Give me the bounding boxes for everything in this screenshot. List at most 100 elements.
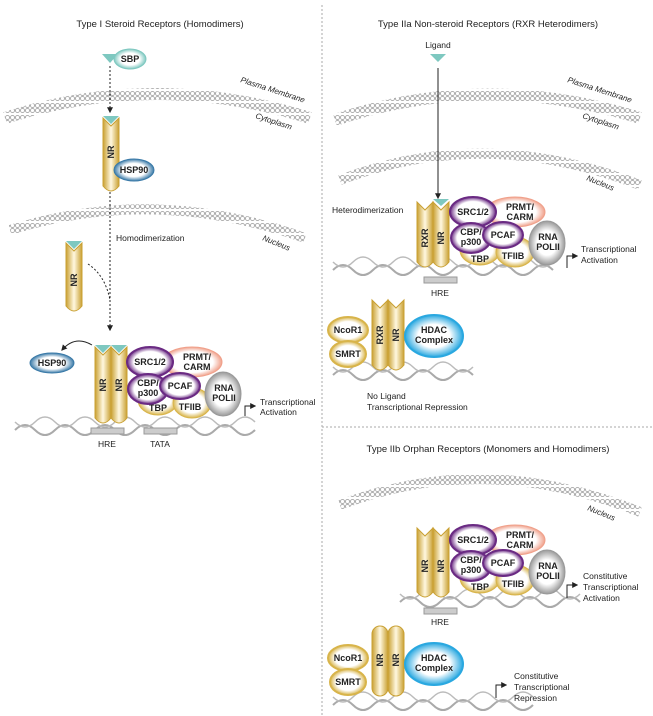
svg-text:CARM: CARM: [507, 212, 534, 222]
tata-label: TATA: [150, 439, 170, 449]
svg-text:CARM: CARM: [184, 362, 211, 372]
hre-element: [90, 427, 125, 435]
steroid-ligand-icon: [102, 54, 118, 63]
activation-label: Transcriptional: [260, 397, 316, 407]
hsp90-label: HSP90: [120, 165, 149, 175]
plasma-membrane: [333, 88, 642, 126]
hdac-complex: [404, 642, 464, 686]
panel-type2a: Type IIa Non-steroid Receptors (RXR Hete…: [327, 19, 642, 412]
hdac-label: Complex: [415, 663, 453, 673]
nr-label: NR: [420, 559, 430, 572]
svg-text:TBP: TBP: [471, 254, 489, 264]
ncor1-label: NcoR1: [334, 653, 363, 663]
nuclear-membrane: [338, 148, 642, 190]
svg-text:TBP: TBP: [149, 403, 167, 413]
nr-receptor: [110, 345, 128, 424]
transcription-start-arrow: [566, 253, 579, 268]
svg-text:p300: p300: [138, 388, 159, 398]
svg-text:PRMT/: PRMT/: [506, 530, 534, 540]
activation-label: Activation: [260, 407, 297, 417]
activation-label: Constitutive: [583, 571, 628, 581]
heterodimerization-label: Heterodimerization: [332, 205, 404, 215]
svg-text:TFIIB: TFIIB: [502, 579, 525, 589]
release-arrow: [61, 340, 93, 351]
ligand-icon: [430, 54, 446, 62]
tata-element: [143, 427, 178, 435]
hdac-label: HDAC: [421, 653, 447, 663]
ligand-label: Ligand: [425, 40, 451, 50]
hre-element: [423, 607, 458, 615]
coactivator-complex: PRMT/ CARM TBP TFIIB RNA POLII SRC1/2 CB…: [449, 196, 566, 268]
nr-receptor: [432, 526, 450, 598]
svg-text:TFIIB: TFIIB: [502, 251, 525, 261]
ligand-icon: [66, 241, 82, 249]
nr-label: NR: [391, 653, 401, 666]
nr-label: NR: [69, 273, 79, 286]
homodimerization-label: Homodimerization: [116, 233, 185, 243]
hdac-label: HDAC: [421, 325, 447, 335]
dna-strand: [332, 691, 534, 703]
svg-text:POLII: POLII: [536, 571, 560, 581]
nr-monomer: [387, 625, 405, 697]
svg-text:POLII: POLII: [212, 393, 236, 403]
hre-label: HRE: [98, 439, 116, 449]
activation-label: Transcriptional: [583, 582, 639, 592]
ligand-icon: [95, 345, 111, 353]
hre-label: HRE: [431, 617, 449, 627]
svg-text:PCAF: PCAF: [168, 381, 193, 391]
hre-element: [423, 276, 458, 284]
transcription-start-arrow: [244, 403, 257, 416]
transcription-start-arrow: [495, 682, 508, 698]
repression-label: Transcriptional: [514, 682, 570, 692]
repression-label: No Ligand: [367, 391, 406, 401]
nuclear-membrane: [338, 474, 642, 517]
coactivator-complex: PRMT/ CARM TBP TFIIB RNA POLII SRC1/2 CB…: [449, 524, 566, 596]
svg-text:PRMT/: PRMT/: [183, 352, 211, 362]
svg-text:CBP/: CBP/: [460, 227, 482, 237]
svg-text:TFIIB: TFIIB: [179, 402, 202, 412]
dna-strand: [14, 416, 256, 428]
smrt-label: SMRT: [335, 349, 361, 359]
sbp-label: SBP: [121, 54, 140, 64]
svg-text:PCAF: PCAF: [491, 558, 516, 568]
transcription-start-arrow: [566, 582, 579, 598]
panel-type2a-title: Type IIa Non-steroid Receptors (RXR Hete…: [378, 19, 598, 30]
svg-text:CBP/: CBP/: [460, 555, 482, 565]
nr-receptor: [387, 298, 405, 371]
ncor1-label: NcoR1: [334, 325, 363, 335]
dna-strand: [332, 369, 474, 381]
svg-text:SRC1/2: SRC1/2: [457, 535, 489, 545]
nr-label: NR: [98, 378, 108, 391]
activation-label: Activation: [583, 593, 620, 603]
ligand-icon: [103, 116, 119, 124]
nr-label: NR: [391, 328, 401, 341]
activation-label: Transcriptional: [581, 244, 637, 254]
hsp90-protein: [113, 158, 155, 182]
nuclear-membrane: [8, 204, 307, 243]
repression-label: Constitutive: [514, 671, 559, 681]
dimerization-path: [87, 263, 111, 301]
svg-text:POLII: POLII: [536, 242, 560, 252]
ligand-icon: [111, 345, 127, 353]
nr-label: NR: [375, 653, 385, 666]
dna-strand: [14, 424, 256, 436]
nr-receptor: [65, 241, 83, 312]
svg-text:RNA: RNA: [538, 561, 558, 571]
panel-type1-title: Type I Steroid Receptors (Homodimers): [76, 19, 243, 30]
nr-label: NR: [436, 559, 446, 572]
activation-label: Activation: [581, 255, 618, 265]
svg-text:CARM: CARM: [507, 540, 534, 550]
svg-text:SRC1/2: SRC1/2: [134, 357, 166, 367]
ligand-icon: [433, 199, 449, 206]
svg-text:PCAF: PCAF: [491, 230, 516, 240]
panel-type2b: Type IIb Orphan Receptors (Monomers and …: [327, 444, 642, 711]
nr-label: NR: [106, 145, 116, 158]
coactivator-complex: PRMT/ CARM TBP TFIIB RNA POLII SRC1/2 CB…: [126, 346, 242, 419]
rxr-label: RXR: [420, 228, 430, 248]
hsp90-label: HSP90: [38, 358, 67, 368]
dna-strand: [332, 264, 554, 276]
panel-type2b-title: Type IIb Orphan Receptors (Monomers and …: [367, 444, 610, 455]
smrt-protein: [329, 340, 367, 368]
rxr-label: RXR: [375, 325, 385, 345]
